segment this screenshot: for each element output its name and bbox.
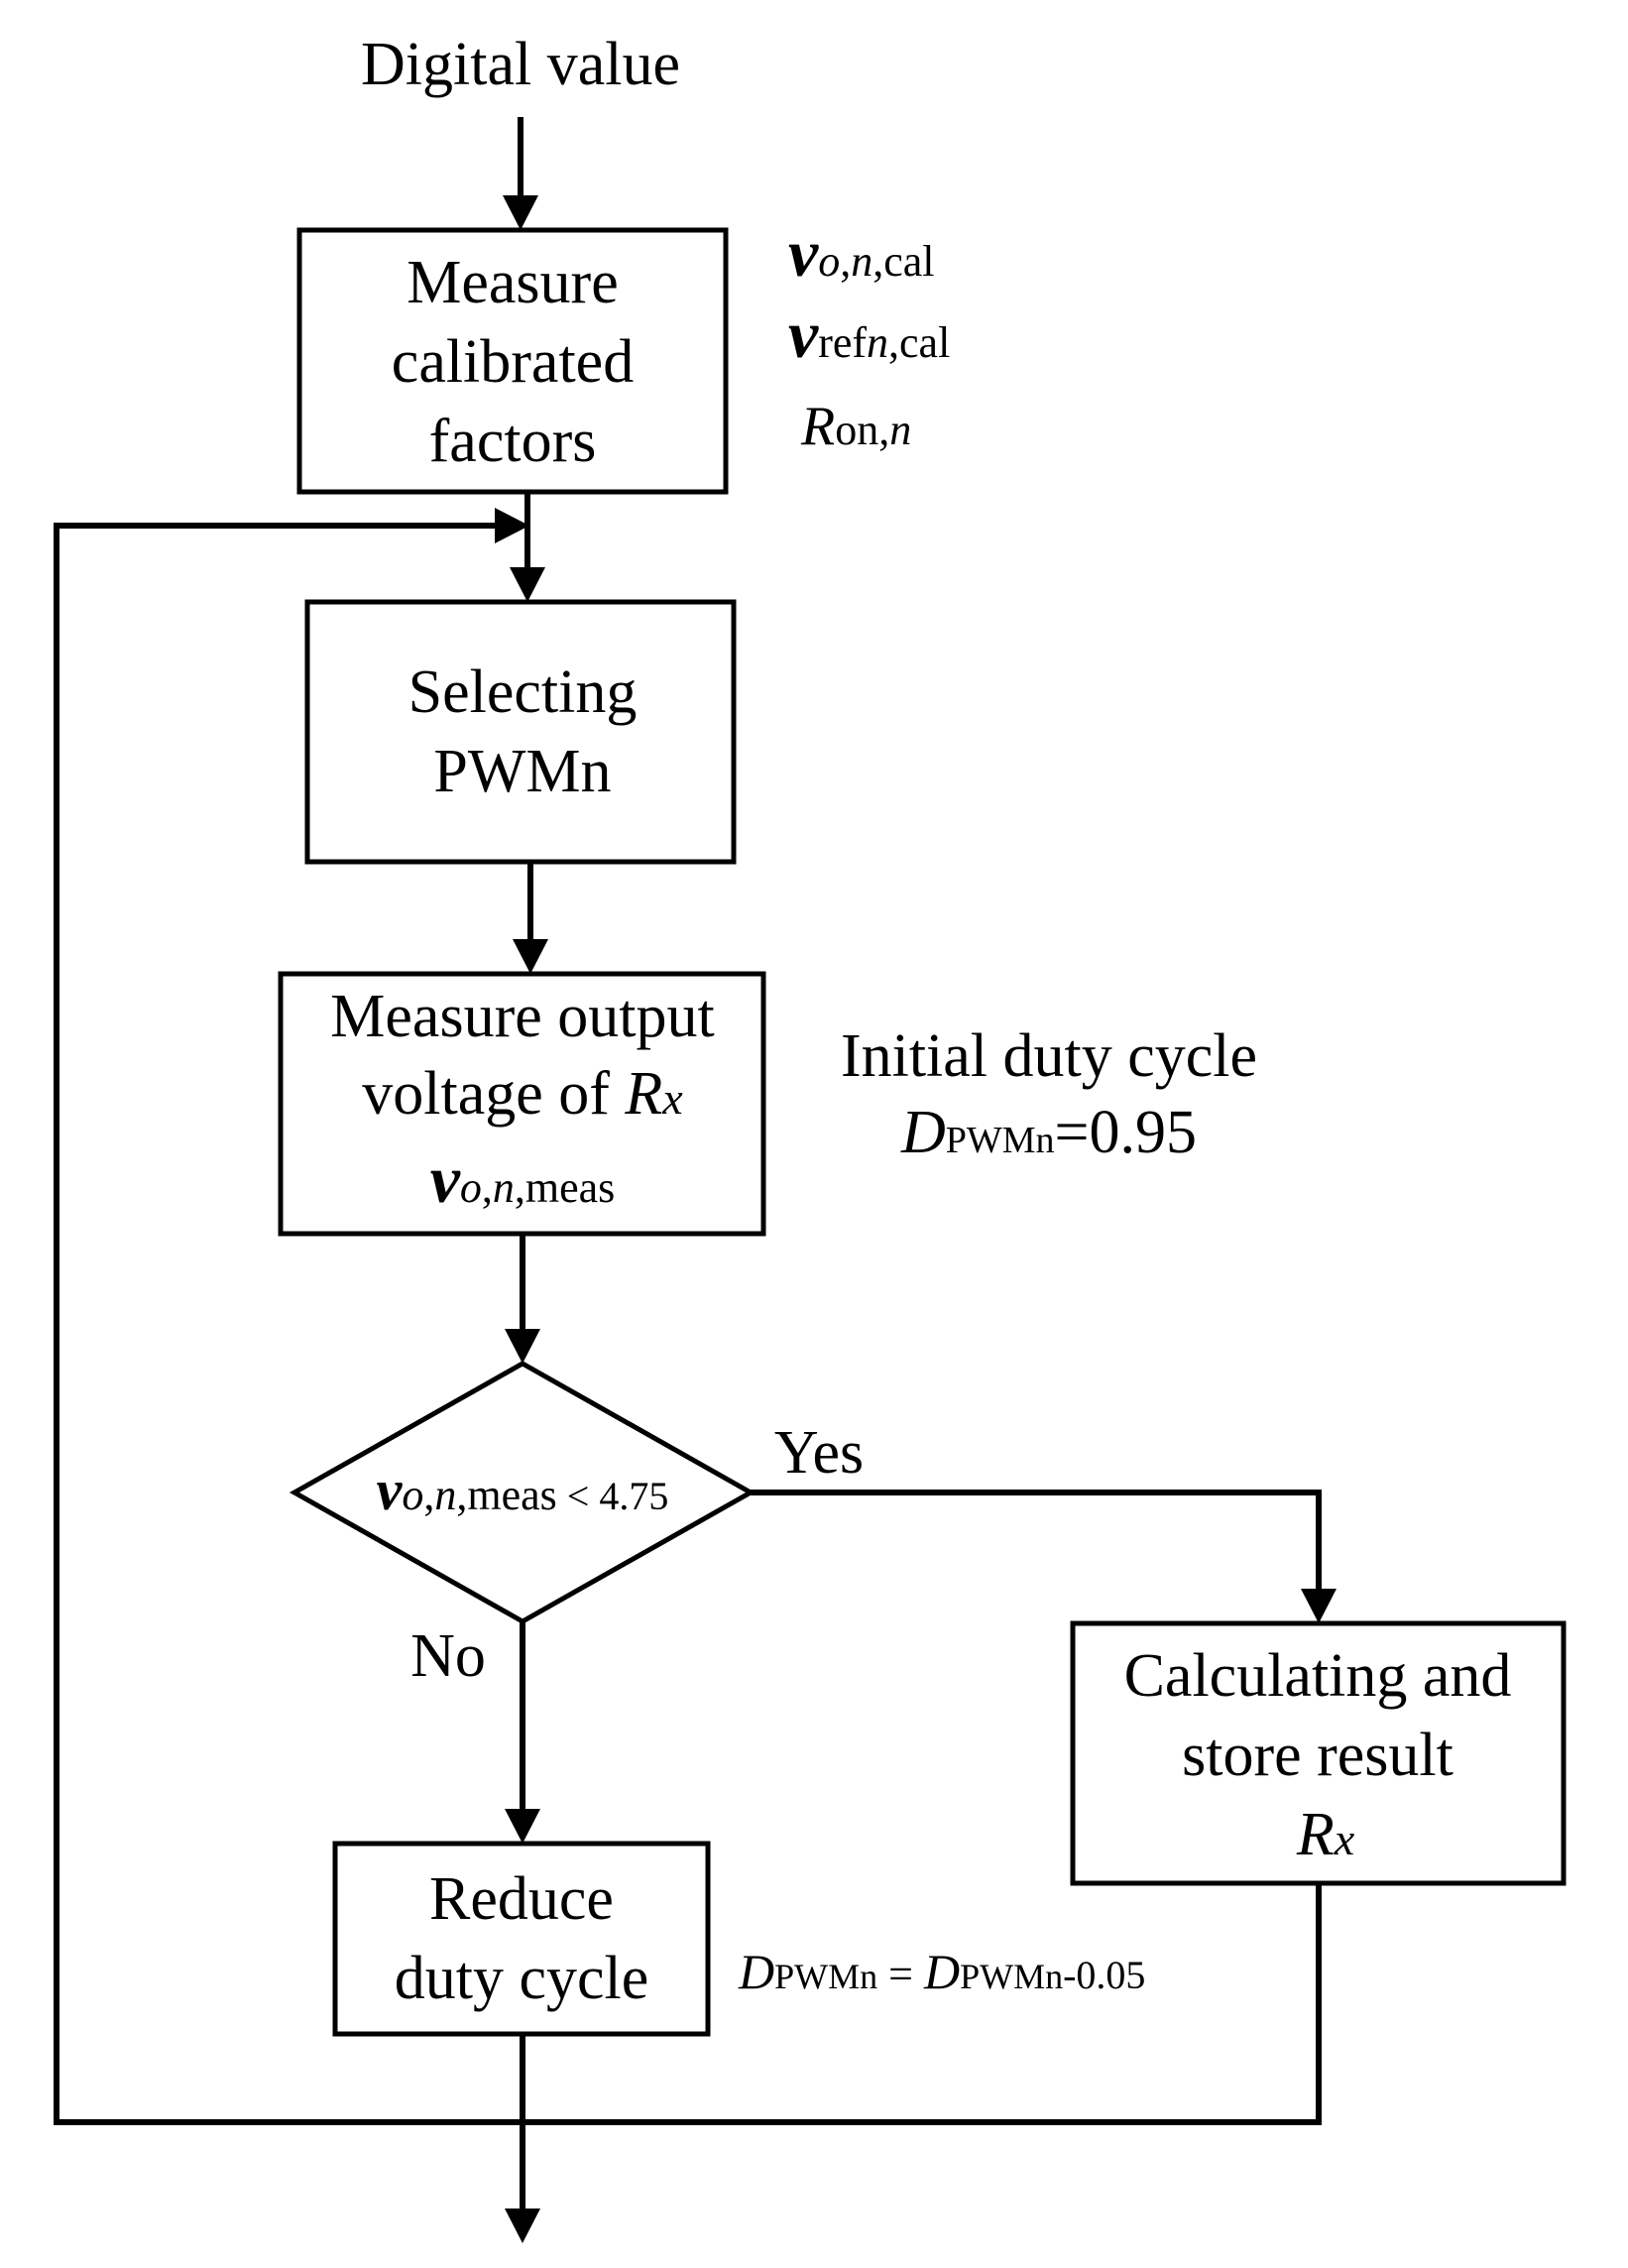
arrow-no-to-reduce	[505, 1621, 540, 1844]
select-line-2: PWMn	[433, 738, 611, 805]
initial-duty-value: DPWMn=0.95	[900, 1099, 1197, 1166]
measure-cal-line-2: calibrated	[392, 328, 634, 396]
yes-label: Yes	[774, 1419, 864, 1487]
symbol-vrefn-cal: vrefn,cal	[788, 297, 950, 372]
arrow-yes-to-calc	[751, 1490, 1337, 1623]
reduce-line-1: Reduce	[429, 1865, 614, 1933]
measure-out-line-2: voltage of Rx	[362, 1060, 683, 1128]
arrow-measure-cal-to-select	[510, 492, 545, 602]
loop-back-path	[54, 508, 1322, 2125]
no-label: No	[410, 1622, 486, 1690]
symbol-vo-n-cal: vo,n,cal	[788, 215, 934, 291]
arrow-exit	[505, 2122, 540, 2243]
measure-cal-line-1: Measure	[407, 249, 618, 316]
arrow-select-to-measure-out	[513, 862, 548, 974]
arrow-measure-out-to-decision	[505, 1234, 540, 1364]
measure-calibrated-box	[296, 227, 729, 495]
calc-line-2: store result	[1182, 1722, 1454, 1789]
measure-cal-line-3: factors	[429, 408, 597, 475]
selecting-pwmn-box	[304, 599, 737, 865]
calc-line-1: Calculating and	[1124, 1642, 1512, 1710]
reduce-line-2: duty cycle	[395, 1945, 649, 2012]
measure-out-symbol: vo,n,meas	[430, 1141, 616, 1217]
start-label: Digital value	[361, 31, 680, 98]
measure-out-line-1: Measure output	[330, 983, 714, 1050]
reduce-equation: DPWMn = DPWMn-0.05	[738, 1944, 1145, 1999]
arrow-start-to-measure-cal	[503, 117, 538, 230]
select-line-1: Selecting	[408, 658, 638, 726]
symbol-ron-n: Ron,n	[800, 396, 911, 457]
calc-result-symbol: Rx	[1296, 1801, 1355, 1868]
decision-condition: vo,n,meas < 4.75	[377, 1458, 669, 1522]
initial-duty-label: Initial duty cycle	[841, 1022, 1257, 1090]
